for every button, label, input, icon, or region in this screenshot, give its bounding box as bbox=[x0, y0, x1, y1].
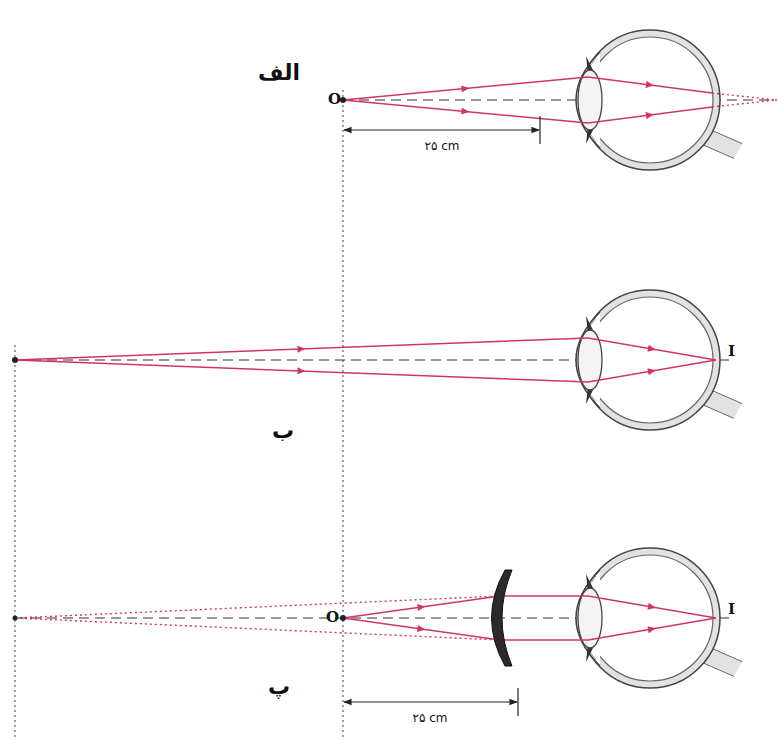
ray-arrow bbox=[461, 85, 469, 92]
light-ray bbox=[343, 596, 500, 618]
light-ray bbox=[504, 639, 588, 640]
light-ray bbox=[588, 360, 716, 382]
light-ray bbox=[343, 100, 588, 123]
image-label: I bbox=[728, 602, 735, 617]
light-ray bbox=[712, 93, 776, 100]
light-ray bbox=[15, 596, 500, 618]
ray-arrow bbox=[646, 112, 654, 119]
dimension-line bbox=[344, 129, 539, 130]
light-ray bbox=[588, 618, 716, 640]
far-point bbox=[13, 616, 18, 621]
eye bbox=[576, 290, 742, 430]
corrective-lens bbox=[492, 570, 513, 666]
ray-arrow bbox=[461, 108, 469, 115]
ray-arrow bbox=[646, 81, 654, 88]
dimension-tick bbox=[517, 688, 518, 716]
dimension-line bbox=[344, 701, 517, 702]
dimension-tick bbox=[539, 116, 540, 144]
ray-arrow bbox=[647, 345, 655, 352]
ray-arrow bbox=[417, 604, 425, 611]
light-ray bbox=[588, 338, 716, 360]
light-ray bbox=[15, 618, 500, 640]
object-point bbox=[12, 357, 18, 363]
ray-arrow bbox=[297, 346, 305, 353]
light-ray bbox=[343, 77, 588, 100]
ray-arrow bbox=[647, 626, 655, 633]
panel-letter: الف bbox=[258, 62, 300, 84]
ray-arrow bbox=[297, 367, 305, 374]
guide-line bbox=[343, 90, 344, 740]
panel-letter: پ bbox=[268, 676, 290, 698]
light-ray bbox=[712, 100, 776, 107]
guide-line bbox=[15, 345, 16, 740]
object-point bbox=[340, 615, 346, 621]
image-label: I bbox=[728, 344, 735, 359]
light-ray bbox=[343, 618, 500, 640]
point-label: O bbox=[326, 610, 339, 625]
point-label: O bbox=[328, 92, 341, 107]
ray-arrow bbox=[417, 625, 425, 632]
light-ray bbox=[504, 595, 588, 596]
light-ray bbox=[15, 360, 588, 382]
light-ray bbox=[15, 338, 588, 360]
eye bbox=[576, 30, 742, 170]
panel-letter: ب bbox=[272, 420, 294, 442]
ray-arrow bbox=[647, 603, 655, 610]
light-ray bbox=[588, 77, 712, 93]
light-ray bbox=[588, 596, 716, 618]
eye bbox=[576, 548, 742, 688]
light-ray bbox=[588, 107, 712, 123]
dimension-label: ۲۵ cm bbox=[413, 712, 448, 724]
ray-arrow bbox=[647, 368, 655, 375]
dimension-label: ۲۵ cm bbox=[425, 140, 460, 152]
